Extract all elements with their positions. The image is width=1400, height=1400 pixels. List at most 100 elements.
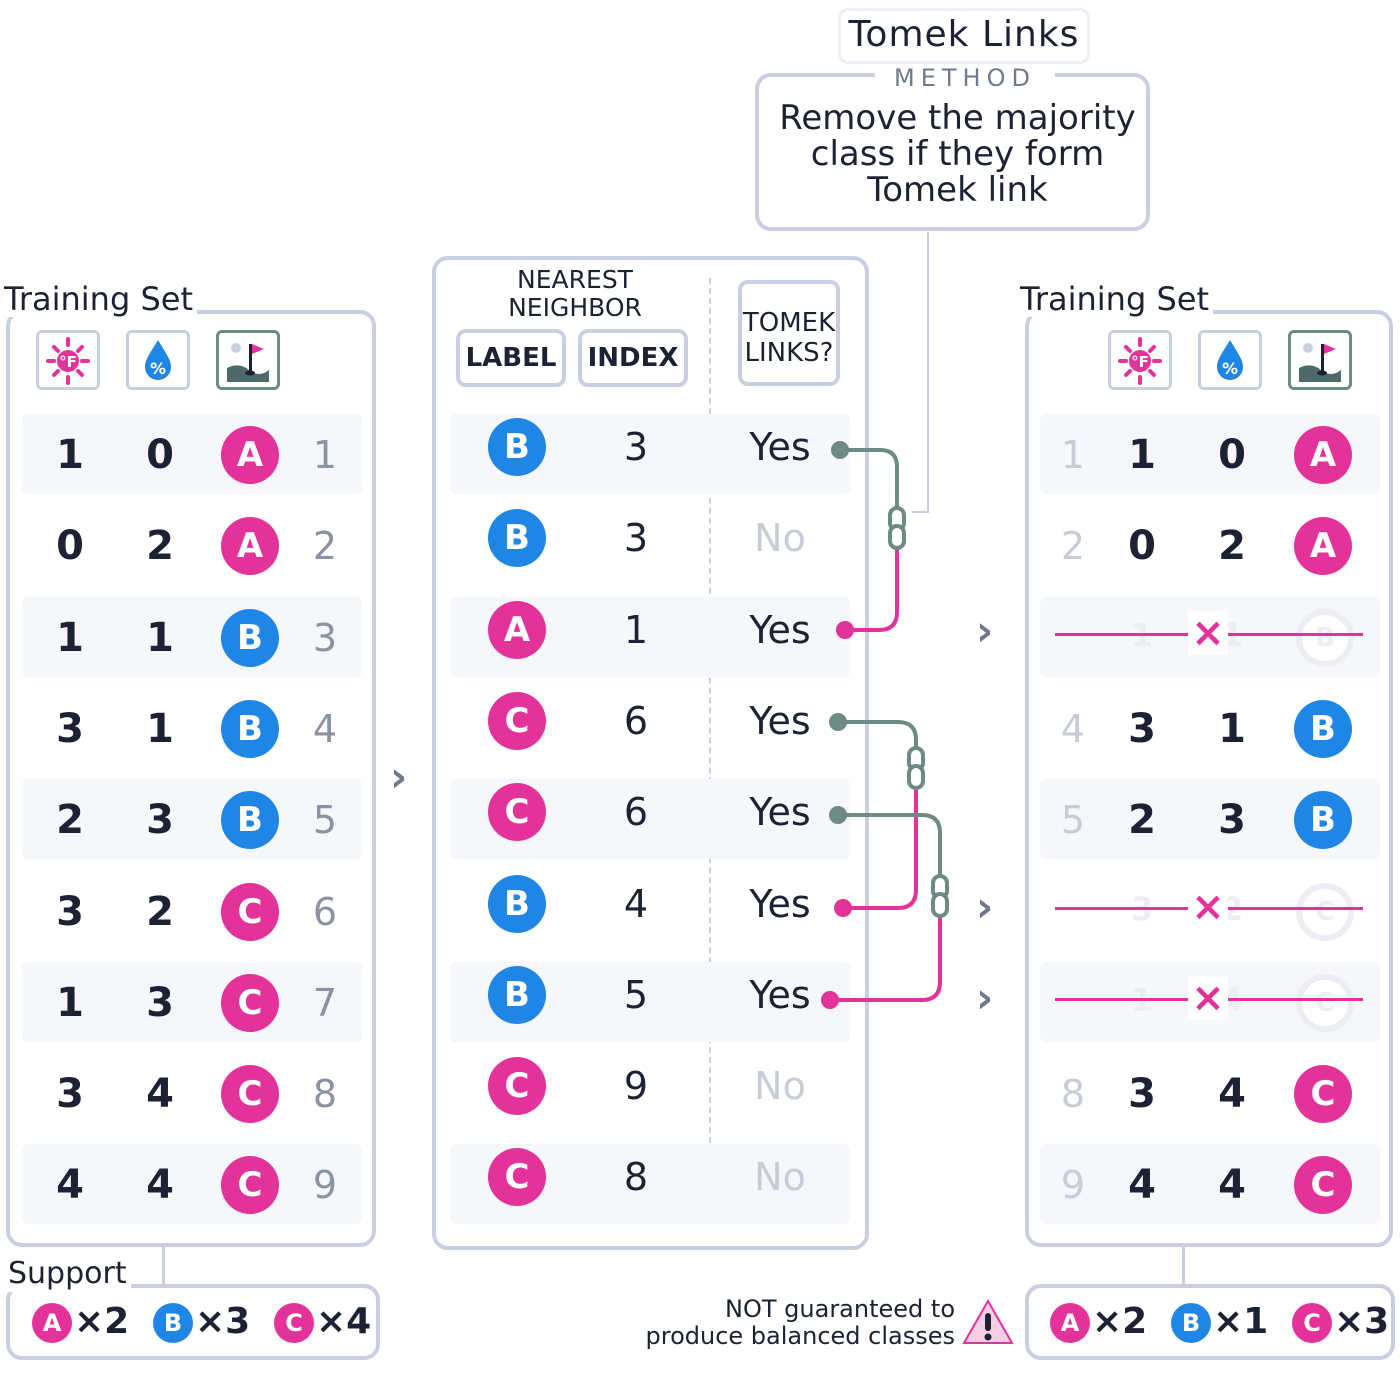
- left-row-label-badge: B: [221, 608, 279, 667]
- nn-index: 3: [623, 516, 649, 561]
- right-support-A: A×2: [1050, 1300, 1147, 1344]
- left-row-f2: 4: [146, 1071, 174, 1118]
- right-support-connector: [1182, 1247, 1185, 1284]
- nn-header-line-1: NEAREST: [517, 265, 633, 294]
- left-row-label-badge: C: [221, 1156, 279, 1215]
- nn-label-badge: C: [488, 1057, 546, 1116]
- left-row-index: 3: [312, 615, 338, 660]
- right-row-label-badge: C: [1294, 1065, 1352, 1124]
- right-support-badge: A: [1050, 1303, 1090, 1343]
- temperature-icon: °F: [1111, 334, 1169, 392]
- nearest-neighbor-header: NEAREST NEIGHBOR: [460, 266, 690, 322]
- removed-row-label-badge: B: [1296, 608, 1354, 667]
- right-row-f1: 0: [1128, 523, 1156, 570]
- left-support-count: ×3: [195, 1301, 251, 1342]
- svg-text:°F: °F: [59, 353, 77, 371]
- left-support-badge: B: [153, 1303, 193, 1343]
- tomek-status: Yes: [749, 698, 811, 743]
- right-golf-flag-icon-box: [1288, 330, 1352, 390]
- right-row-index: 1: [1060, 433, 1086, 477]
- nn-index: 3: [623, 425, 649, 469]
- left-row-index: 8: [312, 1072, 338, 1117]
- right-row-label-badge: B: [1294, 791, 1352, 850]
- tomek-status: No: [754, 1155, 806, 1200]
- nn-label-badge: A: [488, 600, 546, 659]
- left-support-A: A×2: [32, 1300, 129, 1344]
- arrow-left-to-middle: ›: [390, 752, 408, 801]
- right-humidity-icon-box: %: [1198, 330, 1262, 390]
- left-row-label-badge: B: [221, 699, 279, 758]
- left-row-bg: [22, 596, 362, 677]
- right-row-f2: 4: [1218, 1162, 1246, 1209]
- left-row-f1: 4: [56, 1162, 84, 1209]
- left-row-bg: [22, 1144, 362, 1225]
- right-support-count: ×2: [1092, 1301, 1148, 1342]
- left-row-label-badge: A: [221, 517, 279, 576]
- label-header-button: LABEL: [456, 329, 566, 387]
- tomek-status: No: [754, 1064, 806, 1109]
- left-support-label: Support: [4, 1256, 131, 1292]
- right-support-B: B×1: [1171, 1300, 1268, 1344]
- left-row-index: 7: [312, 980, 338, 1025]
- nn-header-line-2: NEIGHBOR: [508, 293, 642, 322]
- tomek-status: No: [754, 516, 806, 561]
- right-row-f1: 1: [1128, 432, 1156, 478]
- arrow-remove-row-6: ›: [976, 882, 994, 931]
- arrow-remove-row-7: ›: [976, 973, 994, 1022]
- right-row-f2: 2: [1218, 523, 1246, 570]
- left-row-f2: 0: [146, 432, 174, 478]
- left-row-label-badge: C: [221, 973, 279, 1032]
- left-humidity-icon-box: %: [126, 330, 190, 390]
- svg-text:%: %: [150, 359, 166, 378]
- right-row-label-badge: C: [1294, 1156, 1352, 1215]
- method-title: Tomek Links: [838, 8, 1090, 64]
- tomek-status: Yes: [749, 607, 811, 652]
- left-row-index: 1: [312, 433, 338, 477]
- left-row-f2: 2: [146, 523, 174, 570]
- left-row-index: 9: [312, 1163, 338, 1208]
- left-support-C: C×4: [274, 1300, 371, 1344]
- method-line-3: Tomek link: [867, 170, 1048, 210]
- removed-row-label-badge: C: [1296, 882, 1354, 941]
- svg-text:°F: °F: [1131, 353, 1149, 371]
- index-header-button: INDEX: [578, 329, 688, 387]
- left-row-f2: 2: [146, 888, 174, 935]
- nn-label-badge: B: [488, 874, 546, 933]
- warning-icon: [962, 1298, 1014, 1344]
- right-row-f2: 1: [1218, 705, 1246, 752]
- left-support-count: ×4: [316, 1301, 372, 1342]
- removed-row-x-icon: ×: [1188, 975, 1228, 1020]
- left-row-label-badge: B: [221, 791, 279, 850]
- left-row-f2: 1: [146, 705, 174, 752]
- right-row-f1: 3: [1128, 1071, 1156, 1118]
- left-row-index: 2: [312, 524, 338, 569]
- tomek-status: Yes: [749, 790, 811, 835]
- left-row-f1: 3: [56, 1071, 84, 1118]
- nn-label-badge: C: [488, 783, 546, 842]
- left-row-f2: 4: [146, 1162, 174, 1209]
- removed-row-x-icon: ×: [1188, 610, 1228, 655]
- golf-flag-icon: [219, 334, 277, 392]
- tomek-header-line-2: LINKS?: [744, 338, 834, 368]
- right-row-index: 2: [1060, 524, 1086, 569]
- left-row-bg: [22, 961, 362, 1042]
- nn-index: 9: [623, 1064, 649, 1109]
- method-description: Remove the majority class if they form T…: [765, 100, 1150, 208]
- right-support-count: ×3: [1334, 1301, 1390, 1342]
- nn-index: 8: [623, 1155, 649, 1200]
- golf-flag-icon: [1291, 334, 1349, 392]
- left-support-badge: A: [32, 1303, 72, 1343]
- nn-label-badge: B: [488, 965, 546, 1024]
- left-row-bg: [22, 414, 362, 494]
- left-row-label-badge: C: [221, 1065, 279, 1124]
- removed-row-x-icon: ×: [1188, 884, 1228, 929]
- right-row-index: 8: [1060, 1072, 1086, 1117]
- right-row-label-badge: A: [1294, 517, 1352, 576]
- right-row-index: 9: [1060, 1163, 1086, 1208]
- left-row-index: 6: [312, 889, 338, 934]
- tomek-header-button: TOMEK LINKS?: [738, 280, 840, 386]
- tomek-status: Yes: [749, 425, 811, 469]
- left-row-f2: 1: [146, 614, 174, 661]
- right-panel-title: Training Set: [1016, 281, 1213, 317]
